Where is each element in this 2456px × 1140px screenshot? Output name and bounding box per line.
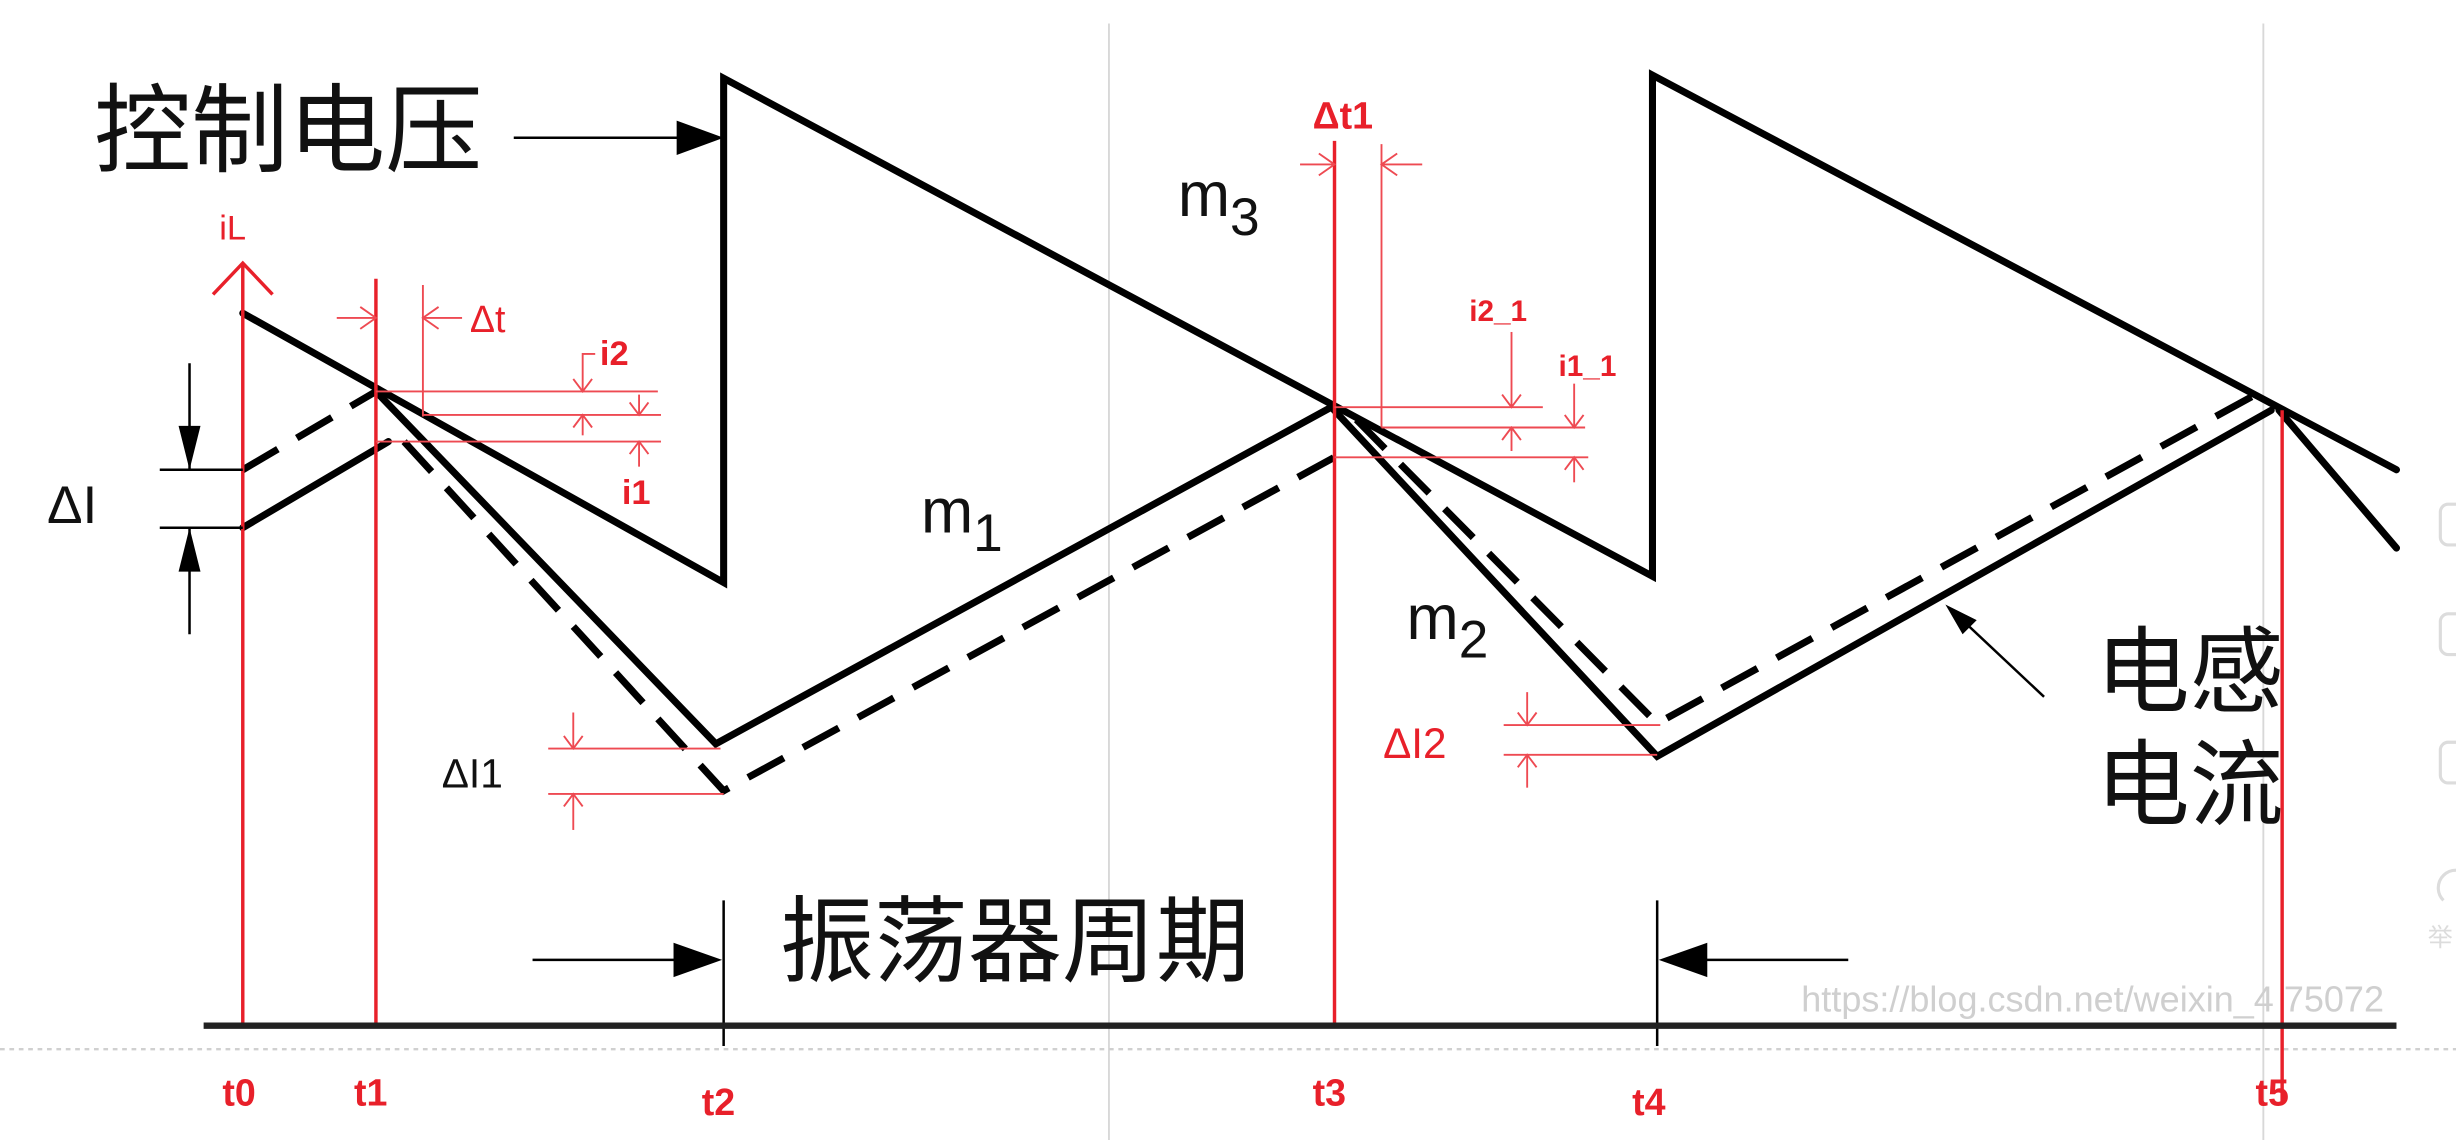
control-voltage-waveform bbox=[239, 69, 2401, 589]
inductor-current-label-line2: 电流 bbox=[2096, 731, 2284, 840]
inductor-current-dashed bbox=[240, 388, 378, 473]
watermark: https://blog.csdn.net/weixin_4 75072 bbox=[1801, 979, 2384, 1020]
i1-1-label: i1_1 bbox=[1558, 350, 1616, 383]
arrowhead-icon bbox=[1318, 152, 1337, 177]
il-axis-arrow-icon bbox=[211, 260, 274, 296]
inductor-current-pointer bbox=[1964, 622, 2045, 698]
time-label-t4: t4 bbox=[1632, 1081, 1666, 1123]
arrowhead-icon bbox=[178, 527, 201, 572]
inductor-current-dashed bbox=[1353, 391, 2258, 728]
delta-t-label: Δt bbox=[470, 298, 506, 340]
arrowhead-icon bbox=[1517, 711, 1538, 727]
arrowhead-icon bbox=[1501, 394, 1522, 409]
inductor-current-label-line1: 电感 bbox=[2096, 619, 2284, 728]
il-axis-label: iL bbox=[219, 210, 246, 248]
delta-t1-label: Δt1 bbox=[1313, 94, 1373, 136]
inductor-current-solid bbox=[372, 387, 2275, 761]
report-button[interactable]: 举 bbox=[2428, 923, 2453, 952]
inductor-current-dashed bbox=[401, 439, 1337, 796]
arrowhead-icon bbox=[563, 735, 584, 751]
wallet-icon[interactable] bbox=[2438, 612, 2456, 657]
arrowhead-icon bbox=[628, 401, 650, 417]
arrowhead-icon bbox=[1517, 753, 1538, 768]
slope-m1-label: m1 bbox=[921, 476, 1003, 563]
time-label-t5: t5 bbox=[2256, 1072, 2289, 1114]
arrowhead-icon bbox=[1379, 152, 1398, 177]
arrowhead-icon bbox=[628, 440, 650, 455]
delta-i-label: ΔI bbox=[47, 476, 97, 535]
i1-label: i1 bbox=[622, 474, 651, 512]
time-label-t2: t2 bbox=[702, 1081, 735, 1123]
slope-m3-label: m3 bbox=[1178, 160, 1260, 247]
inductor-current-solid bbox=[239, 438, 392, 532]
arrowhead-icon bbox=[572, 413, 593, 429]
arrowhead-icon bbox=[676, 120, 724, 156]
arrowhead-icon bbox=[178, 425, 201, 470]
delta-i2-label: ΔI2 bbox=[1383, 720, 1446, 767]
grid-icon[interactable] bbox=[2438, 502, 2456, 547]
control-voltage-label: 控制电压 bbox=[94, 74, 482, 187]
time-label-t3: t3 bbox=[1313, 1072, 1346, 1114]
arrowhead-icon bbox=[572, 378, 593, 394]
oscillator-period-label: 振荡器周期 bbox=[780, 888, 1250, 997]
i2-label: i2 bbox=[600, 335, 629, 373]
arrowhead-icon bbox=[1564, 414, 1585, 430]
arrowhead-icon bbox=[563, 792, 584, 808]
i2-1-label: i2_1 bbox=[1469, 295, 1527, 328]
arrowhead-icon bbox=[1658, 942, 1708, 978]
slope-m2-label: m2 bbox=[1407, 583, 1489, 670]
arrowhead-icon bbox=[421, 306, 440, 330]
edit-icon[interactable] bbox=[2438, 740, 2456, 785]
arrowhead-icon bbox=[673, 942, 723, 978]
headset-icon[interactable] bbox=[2436, 868, 2456, 902]
time-label-t1: t1 bbox=[354, 1072, 387, 1114]
delta-i1-label: ΔI1 bbox=[442, 751, 503, 797]
arrowhead-icon bbox=[1945, 604, 1977, 635]
time-label-t0: t0 bbox=[222, 1072, 255, 1114]
inductor-current-solid bbox=[2275, 406, 2401, 552]
arrowhead-icon bbox=[359, 306, 378, 330]
arrowhead-icon bbox=[1501, 425, 1522, 441]
i2-arrow bbox=[581, 352, 596, 392]
arrowhead-icon bbox=[1564, 455, 1585, 471]
